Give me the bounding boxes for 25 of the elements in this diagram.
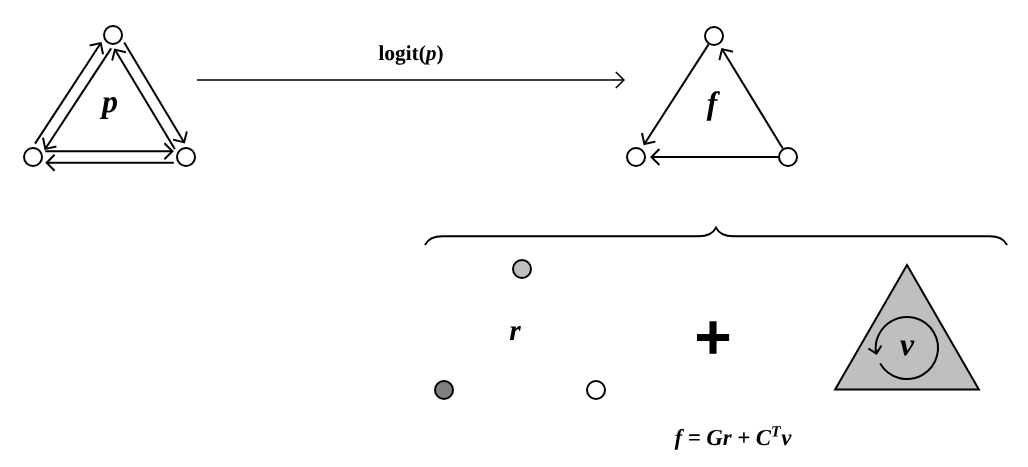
arrow [123,41,188,144]
circle [778,147,798,167]
edge-label: logit(p) [378,45,443,65]
math-symbol: f [706,91,720,121]
arrow [34,41,105,145]
arrow [718,47,784,150]
circle [23,147,43,167]
arrow [111,48,176,151]
math-symbol: p [99,97,118,119]
arrow [196,71,625,89]
arrow [42,47,113,151]
circle [512,259,532,279]
circle [103,25,123,45]
arrow [650,148,779,166]
circle [626,147,646,167]
circle [586,380,606,400]
arrow [640,43,710,146]
circle [704,26,724,46]
plus-sign: + [697,321,730,354]
circle [176,147,196,167]
arrow [45,153,175,172]
circle [434,380,454,400]
equation: f = Gr + C$^{T}$v [674,426,792,450]
math-symbol: r [509,326,521,340]
arrow [44,142,174,161]
